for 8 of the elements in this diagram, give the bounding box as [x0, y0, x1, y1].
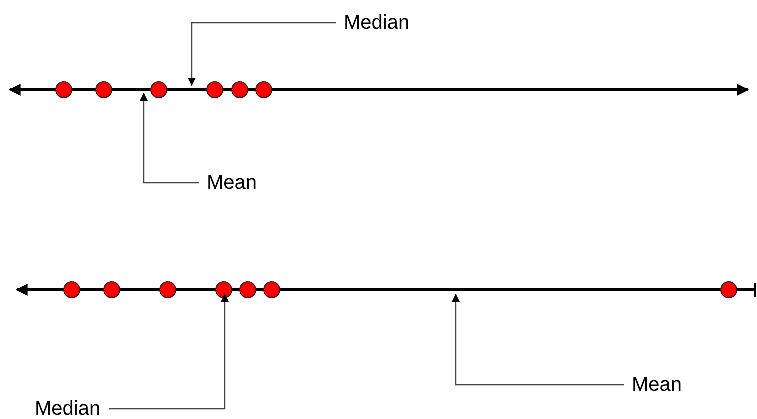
leader-line: [109, 294, 229, 410]
leader-label: Median: [35, 398, 101, 419]
leader-line: [140, 93, 199, 184]
leader-label: Median: [344, 12, 410, 34]
leader-line: [188, 22, 336, 86]
leader-line: [452, 294, 624, 386]
leader-label: Mean: [207, 172, 258, 194]
leader-label: Mean: [632, 374, 682, 396]
